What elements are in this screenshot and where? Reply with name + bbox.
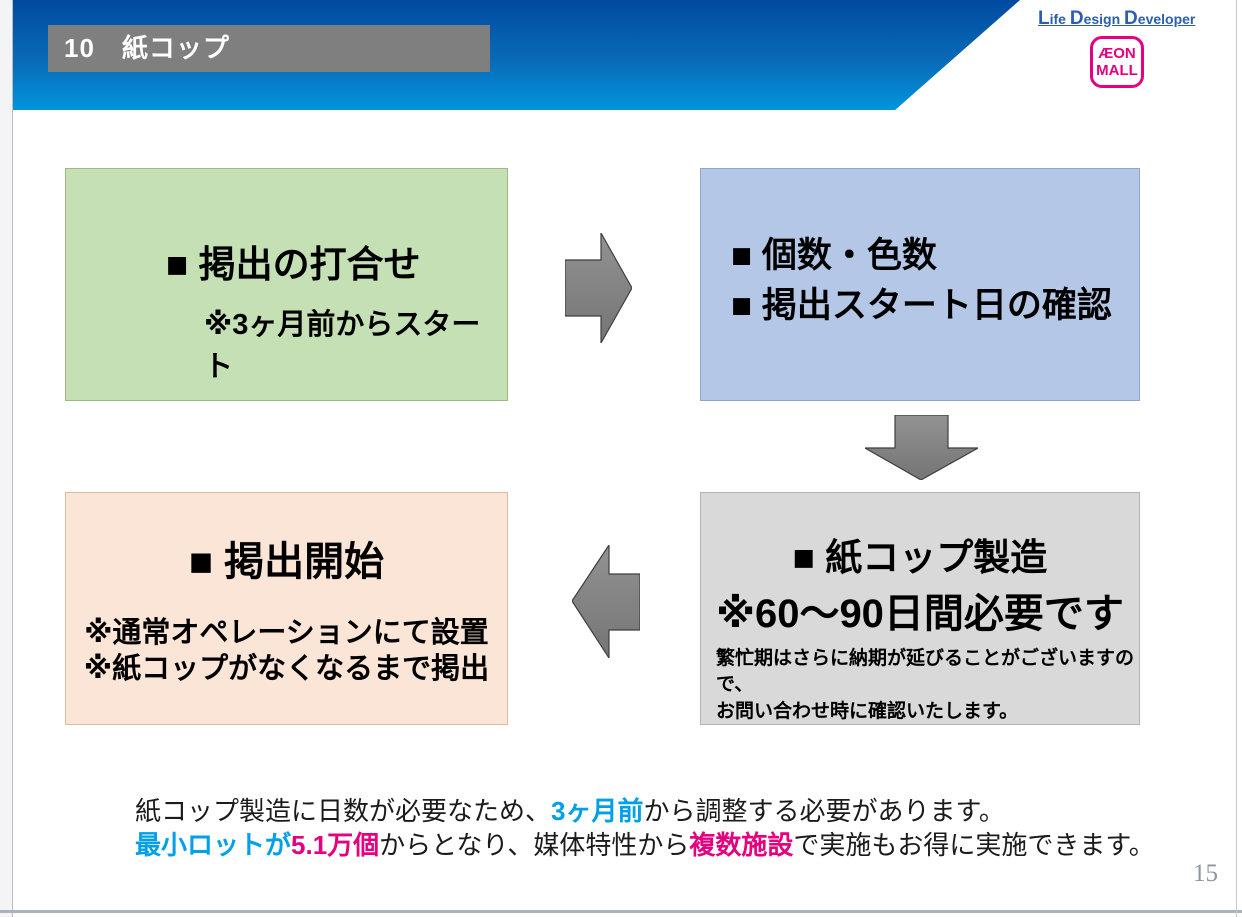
page-number: 15 (1193, 860, 1218, 887)
step1-title: ■ 掲出の打合せ (166, 244, 421, 285)
summary-text: からとなり、媒体特性から (379, 830, 690, 860)
arrow-down-icon (865, 415, 978, 480)
step4-note2: ※紙コップがなくなるまで掲出 (83, 653, 490, 686)
step-box-meeting: ■ 掲出の打合せ ※3ヶ月前からスタート (65, 168, 508, 401)
step3-note-line1: 繁忙期はさらに納期が延びることがございますので、 (716, 647, 1135, 696)
summary-line2: 最小ロットが5.1万個からとなり、媒体特性から複数施設で実施もお得に実施できます… (135, 828, 1155, 862)
summary-highlight-magenta: 複数施設 (689, 830, 794, 860)
brand-letter: L (1038, 8, 1050, 29)
step-box-quantity: ■ 個数・色数 ■ 掲出スタート日の確認 (700, 168, 1140, 401)
aeon-mall-logo: ÆON MALL (1090, 36, 1144, 88)
summary-text: から調整する必要があります。 (643, 796, 1005, 826)
brand-letter: D (1124, 8, 1138, 29)
step2-line1: ■ 個数・色数 (731, 236, 937, 275)
brand-tagline: Life Design Developer (1038, 8, 1196, 30)
aeon-logo-line1: ÆON (1098, 44, 1136, 62)
aeon-logo-line2: MALL (1096, 62, 1138, 79)
left-margin-strip (0, 0, 13, 917)
summary-line1: 紙コップ製造に日数が必要なため、3ヶ月前から調整する必要があります。 (135, 794, 1155, 828)
step-box-start: ■ 掲出開始 ※通常オペレーションにて設置 ※紙コップがなくなるまで掲出 (65, 492, 508, 725)
summary-highlight-blue: 3ヶ月前 (551, 796, 644, 826)
slide-title-box: 10 紙コップ (48, 25, 490, 72)
step3-note-line2: お問い合わせ時に確認いたします。 (716, 700, 1019, 722)
slide-title: 10 紙コップ (64, 33, 230, 63)
step2-line2: ■ 掲出スタート日の確認 (731, 286, 1112, 326)
brand-text: ife (1049, 11, 1070, 27)
summary-text: 紙コップ製造に日数が必要なため、 (135, 796, 552, 826)
summary-highlight-magenta: 5.1万個 (291, 830, 380, 860)
summary-text: で実施もお得に実施できます。 (793, 830, 1155, 860)
step1-note: ※3ヶ月前からスタート (204, 309, 481, 384)
right-margin-line (1236, 0, 1237, 917)
arrow-right-icon (565, 233, 632, 343)
summary-paragraph: 紙コップ製造に日数が必要なため、3ヶ月前から調整する必要があります。 最小ロット… (135, 794, 1155, 862)
step4-note1: ※通常オペレーションにて設置 (84, 617, 489, 649)
brand-text: eveloper (1137, 11, 1196, 27)
brand-letter: D (1069, 8, 1084, 29)
step3-title: ■ 紙コップ製造 (792, 537, 1048, 578)
arrow-left-icon (572, 545, 640, 658)
summary-highlight-blue: 最小ロットが (135, 830, 292, 860)
brand-text: esign (1083, 11, 1125, 27)
step-box-manufacturing: ■ 紙コップ製造 ※60～90日間必要です 繁忙期はさらに納期が延びることがござ… (700, 492, 1140, 725)
step4-title: ■ 掲出開始 (188, 540, 385, 584)
bottom-bar (0, 910, 1242, 913)
step3-subtitle: ※60～90日間必要です (716, 591, 1124, 636)
